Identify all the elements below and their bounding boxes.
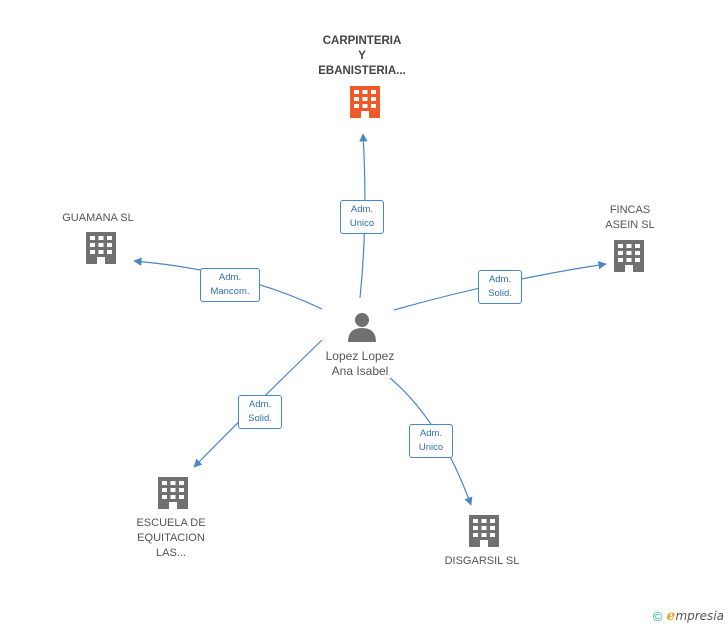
copyright-symbol: © xyxy=(652,608,663,624)
building-icon-escuela[interactable] xyxy=(158,477,188,509)
brand-initial: e xyxy=(666,608,676,624)
edge-label-disgarsil: Adm. Unico xyxy=(409,424,453,458)
edge-label-guamana: Adm. Mancom. xyxy=(200,268,260,302)
empresia-logo: empresia xyxy=(667,608,724,624)
company-label-disgarsil[interactable]: DISGARSIL SL xyxy=(444,555,520,567)
building-icon-fincas[interactable] xyxy=(614,240,644,272)
edge-label-fincas: Adm. Solid. xyxy=(478,270,522,304)
person-icon[interactable] xyxy=(348,313,376,342)
edge-label-carpinteria: Adm. Unico xyxy=(340,200,384,234)
company-label-fincas[interactable]: FINCAS ASEIN SL xyxy=(605,204,655,231)
building-icon-carpinteria[interactable] xyxy=(350,86,380,118)
edge-label-escuela: Adm. Solid. xyxy=(238,395,282,429)
company-label-escuela[interactable]: ESCUELA DE EQUITACION LAS... xyxy=(136,517,206,559)
brand-footer[interactable]: © empresia xyxy=(653,608,724,624)
person-name-label[interactable]: Lopez Lopez Ana Isabel xyxy=(325,349,395,378)
company-label-carpinteria[interactable]: CARPINTERIA Y EBANISTERIA... xyxy=(318,35,406,77)
brand-name: mpresia xyxy=(675,609,724,623)
building-icon-disgarsil[interactable] xyxy=(469,515,499,547)
building-icon-guamana[interactable] xyxy=(86,232,116,264)
company-label-guamana[interactable]: GUAMANA SL xyxy=(62,212,134,224)
